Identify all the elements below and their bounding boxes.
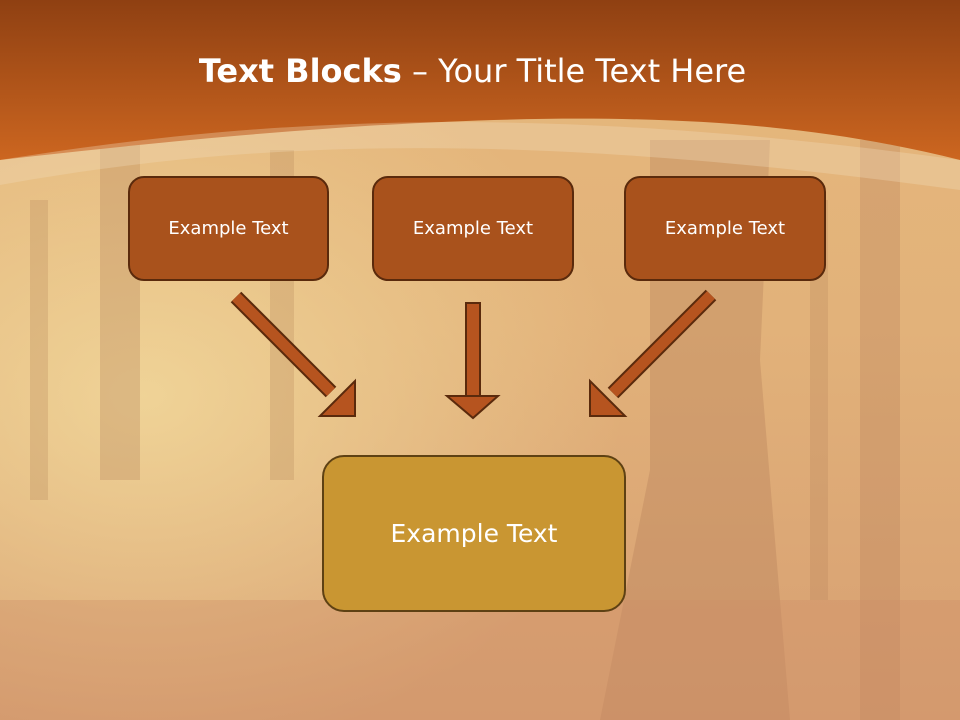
title-rest: – Your Title Text Here [401,52,747,90]
text-block-1-label: Example Text [168,218,289,239]
text-block-2[interactable]: Example Text [372,176,574,281]
title-bold-part: Text Blocks [198,52,402,90]
text-block-1[interactable]: Example Text [128,176,329,281]
text-block-3[interactable]: Example Text [624,176,826,281]
arrow-left [230,291,356,417]
arrow-right [589,289,717,417]
arrow-middle [444,302,501,420]
text-block-2-label: Example Text [412,218,534,239]
slide-title: Text Blocks – Your Title Text Here [0,52,945,90]
text-block-3-label: Example Text [664,218,786,239]
main-text-block[interactable]: Example Text [322,455,626,612]
main-text-block-label: Example Text [390,519,558,548]
